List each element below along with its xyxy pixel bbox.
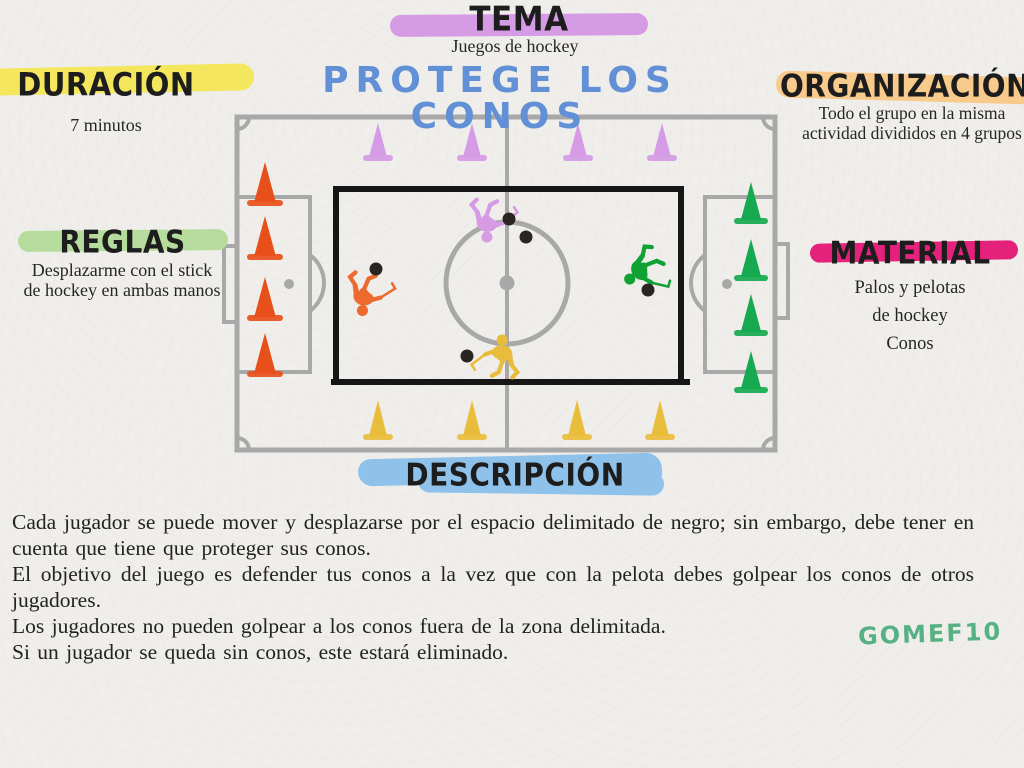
- organizacion-heading: ORGANIZACIÓN: [780, 67, 1024, 104]
- cone-bottom: [457, 400, 487, 440]
- penalty-spot-left: [284, 279, 294, 289]
- description-paragraph: Si un jugador se queda sin conos, este e…: [12, 640, 509, 664]
- ball: [641, 283, 655, 297]
- cone-right: [734, 351, 768, 393]
- penalty-arc-right: [689, 253, 707, 313]
- cone-top: [647, 123, 677, 161]
- cone-left: [247, 162, 283, 206]
- goal-right: [773, 242, 790, 320]
- ball: [502, 212, 516, 226]
- ball: [519, 230, 533, 244]
- corner-arcs: [236, 116, 776, 451]
- ball: [460, 349, 474, 363]
- description-paragraph: El objetivo del juego es defender tus co…: [12, 562, 974, 612]
- material-line-1: Palos y pelotas: [854, 278, 966, 298]
- penalty-spot-right: [722, 279, 732, 289]
- tema-heading: TEMA: [469, 0, 569, 40]
- cone-left: [247, 216, 283, 260]
- black-zone: [331, 186, 690, 385]
- cone-left: [247, 277, 283, 321]
- cone-top: [563, 123, 593, 161]
- duracion-value: 7 minutos: [70, 115, 142, 135]
- signature: GOMEF10: [857, 617, 1003, 651]
- material-heading: MATERIAL: [829, 234, 991, 271]
- cone-top: [457, 123, 487, 161]
- tema-value: Juegos de hockey: [451, 36, 579, 56]
- material-line-2: de hockey: [872, 306, 948, 326]
- orange-player: [347, 272, 396, 319]
- description-paragraph: Los jugadores no pueden golpear a los co…: [12, 614, 666, 638]
- balls: [369, 212, 655, 363]
- players: [347, 200, 678, 378]
- ball: [369, 262, 383, 276]
- cone-right: [734, 239, 768, 281]
- penalty-area-left: [235, 195, 312, 374]
- duracion-heading: DURACIÓN: [17, 65, 195, 104]
- reglas-heading: REGLAS: [59, 223, 186, 260]
- cone-bottom: [363, 400, 393, 440]
- cone-left: [247, 333, 283, 377]
- page-title: PROTEGE LOS CONOS: [322, 60, 678, 137]
- material-line-3: Conos: [886, 334, 934, 354]
- cone-right: [734, 294, 768, 336]
- goal-left: [222, 244, 239, 324]
- green-player: [616, 243, 678, 306]
- description-paragraph: Cada jugador se puede mover y desplazars…: [12, 510, 974, 560]
- pitch-lines: [222, 114, 790, 453]
- cone-right: [734, 182, 768, 224]
- cone-top: [363, 123, 393, 161]
- description-text: Cada jugador se puede mover y desplazars…: [12, 509, 974, 665]
- cone-bottom: [645, 400, 675, 440]
- cones: [247, 123, 768, 440]
- center-spot: [499, 275, 515, 291]
- organizacion-value: Todo el grupo en la misma actividad divi…: [802, 103, 1022, 143]
- penalty-arc-left: [308, 253, 326, 313]
- descripcion-heading: DESCRIPCIÓN: [405, 456, 625, 493]
- cone-bottom: [562, 400, 592, 440]
- reglas-value: Desplazarme con el stick de hockey en am…: [23, 260, 221, 300]
